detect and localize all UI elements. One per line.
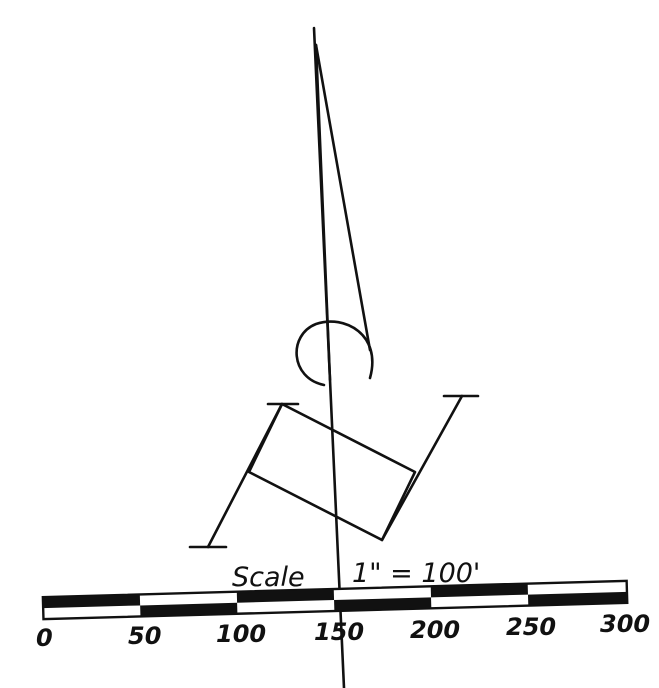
scale-label: Scale [232, 562, 305, 593]
pointer-wedge-right-edge [314, 43, 372, 352]
tick-label-100: 100 [216, 620, 266, 648]
tick-label-0: 0 [36, 624, 53, 652]
tick-label-300: 300 [600, 610, 650, 638]
scale-seg-bot-2 [140, 602, 238, 617]
scale-bar [41, 579, 629, 621]
left-extension-line [206, 402, 284, 549]
loop-hook [295, 320, 374, 387]
scale-seg-top-3 [236, 589, 335, 603]
scale-seg-top-1 [42, 594, 141, 609]
scale-seg-top-5 [430, 583, 528, 598]
tick-label-200: 200 [410, 616, 460, 644]
scale-seg-bot-4 [334, 597, 432, 612]
pointer-wedge [314, 43, 332, 382]
scale-ratio: 1" = 100' [352, 558, 480, 589]
scale-seg-bot-6 [527, 591, 628, 606]
tick-label-150: 150 [314, 618, 364, 646]
tick-label-250: 250 [506, 613, 556, 641]
scale-tick-labels: 0 50 100 150 200 250 300 [36, 610, 650, 652]
right-extension-line [380, 394, 464, 542]
tick-label-50: 50 [128, 622, 161, 650]
